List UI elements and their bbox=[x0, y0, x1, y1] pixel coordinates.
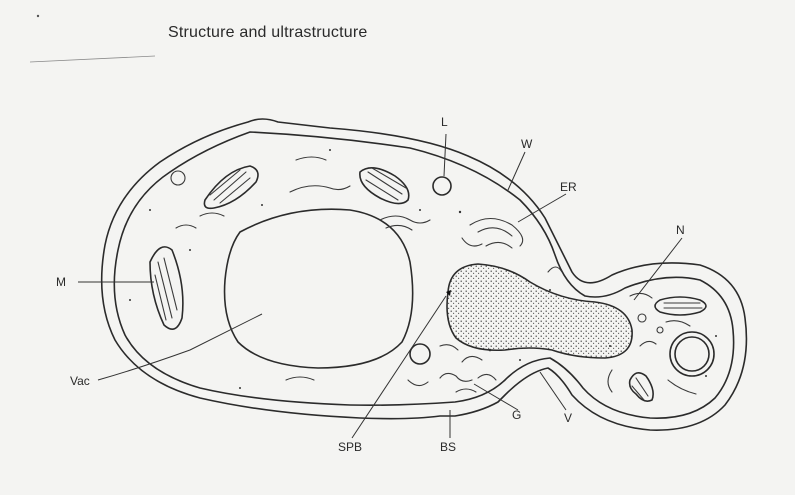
bud-vacuole-inner bbox=[675, 337, 709, 371]
lipid-granule bbox=[433, 177, 451, 195]
scan-speck bbox=[37, 15, 39, 17]
mitochondrion-bud-1 bbox=[655, 297, 706, 315]
label-V: V bbox=[564, 411, 572, 425]
label-Vac: Vac bbox=[70, 374, 90, 388]
label-ER: ER bbox=[560, 180, 577, 194]
small-vesicle-1 bbox=[171, 171, 185, 185]
vacuole bbox=[225, 209, 413, 368]
label-N: N bbox=[676, 223, 685, 237]
scan-mark bbox=[30, 56, 155, 62]
golgi-apparatus bbox=[408, 345, 496, 392]
mitochondrion-bud-2 bbox=[630, 373, 654, 401]
label-L: L bbox=[441, 115, 448, 129]
bud-vacuole bbox=[670, 332, 714, 376]
plasma-membrane bbox=[114, 132, 733, 418]
small-vesicle-3 bbox=[657, 327, 663, 333]
mitochondrion-top-1 bbox=[204, 166, 258, 208]
leader-V bbox=[540, 372, 566, 410]
mitochondrion-top-2 bbox=[360, 168, 409, 204]
label-M: M bbox=[56, 275, 66, 289]
mitochondrion-left bbox=[150, 247, 183, 329]
leader-L bbox=[444, 134, 446, 176]
label-BS: BS bbox=[440, 440, 456, 454]
leader-ER bbox=[518, 194, 566, 222]
leader-N bbox=[634, 238, 682, 300]
label-SPB: SPB bbox=[338, 440, 362, 454]
small-vesicle-2 bbox=[638, 314, 646, 322]
label-W: W bbox=[521, 137, 532, 151]
nucleus bbox=[447, 264, 632, 358]
label-G: G bbox=[512, 408, 521, 422]
lipid-granule-2 bbox=[410, 344, 430, 364]
